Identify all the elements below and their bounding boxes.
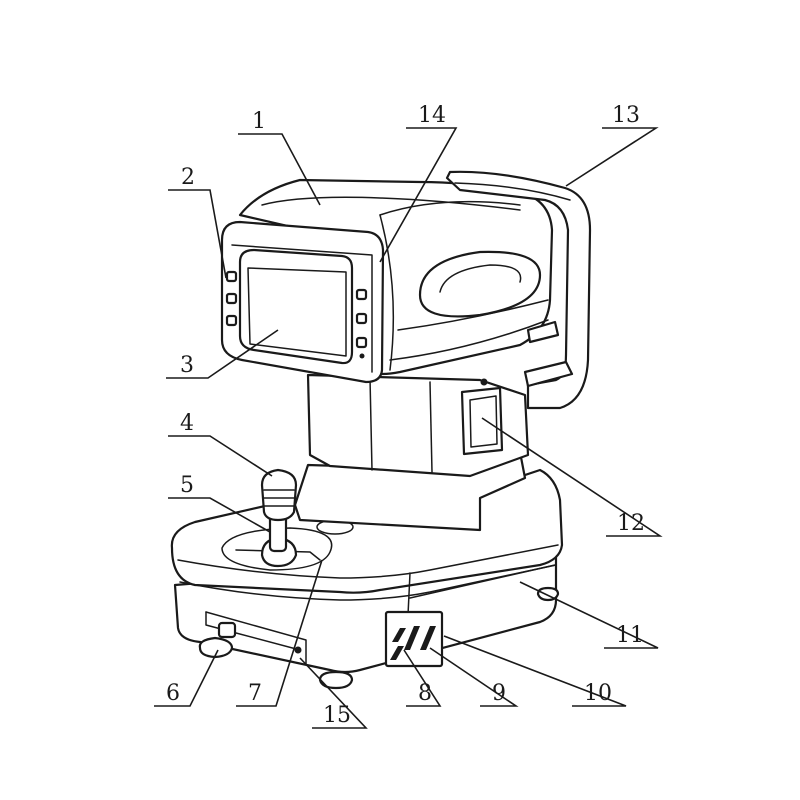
callout-5: 5: [168, 473, 271, 533]
callout-3: 3: [166, 329, 279, 379]
callout-2-label: 2: [181, 165, 195, 190]
front-bezel: [220, 220, 385, 384]
callout-10: 10: [443, 635, 627, 707]
callout-8-label: 8: [418, 681, 432, 706]
callout-4: 4: [168, 411, 273, 477]
callout-2: 2: [168, 165, 227, 279]
joystick: [260, 468, 298, 568]
callout-14-label: 14: [418, 103, 446, 128]
callout-14: 14: [379, 103, 458, 263]
column: [293, 373, 530, 532]
callout-8: 8: [403, 649, 442, 707]
chin-rest-frame: [445, 170, 592, 410]
callout-9-label: 9: [492, 681, 506, 706]
callout-3-label: 3: [180, 353, 194, 378]
callout-7: 7: [236, 559, 323, 707]
callout-15: 15: [299, 657, 368, 729]
callout-13: 13: [565, 103, 659, 187]
callout-6: 6: [154, 649, 219, 707]
callout-4-label: 4: [180, 411, 194, 436]
callout-1-label: 1: [252, 109, 266, 134]
callout-9: 9: [429, 647, 519, 707]
callout-12: 12: [481, 417, 663, 537]
callout-6-label: 6: [166, 681, 180, 706]
callout-7-label: 7: [248, 681, 262, 706]
callout-10-label: 10: [584, 681, 612, 706]
callout-1: 1: [238, 109, 321, 206]
callout-11-label: 11: [616, 623, 644, 648]
callout-5-label: 5: [180, 473, 194, 498]
callout-11: 11: [519, 581, 659, 649]
callout-13-label: 13: [612, 103, 640, 128]
